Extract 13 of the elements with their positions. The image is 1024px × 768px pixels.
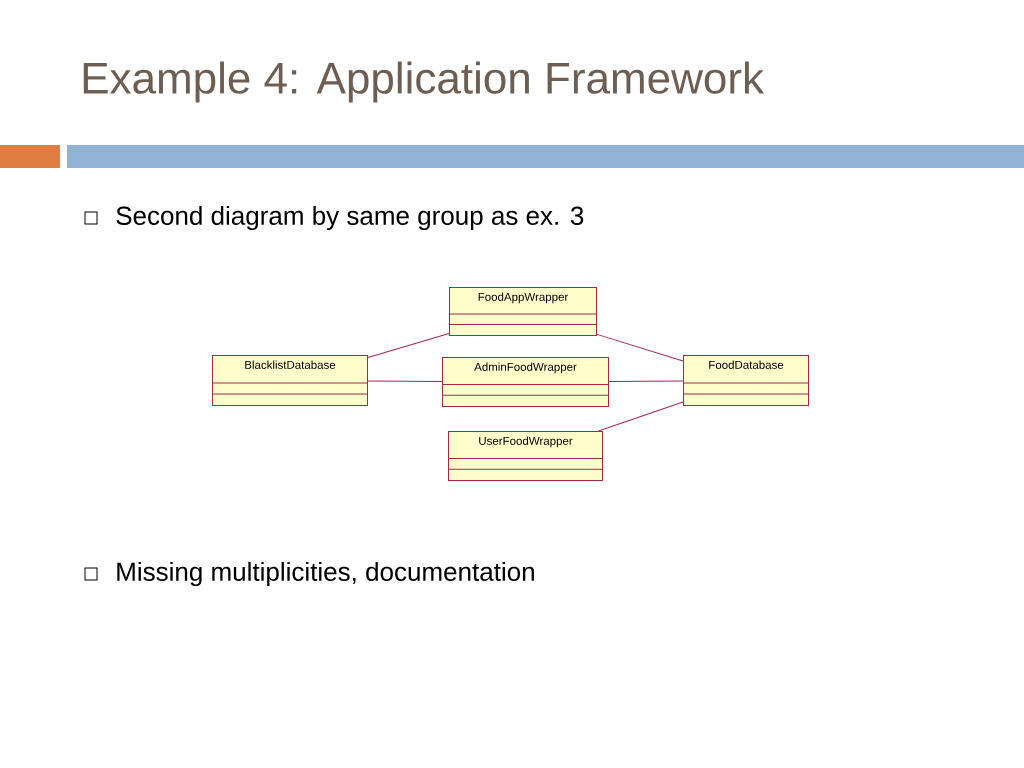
association-line [596, 333, 684, 362]
association-line [608, 380, 684, 382]
class-box: FoodDatabase [682, 355, 809, 406]
association-line [367, 332, 450, 358]
bullet-text: Second diagram by same group as ex. 3 [116, 205, 584, 231]
class-box: FoodAppWrapper [448, 287, 597, 336]
class-box: AdminFoodWrapper [441, 357, 609, 407]
bullet-text: Missing multiplicities, documentation [117, 561, 534, 587]
association-line [367, 380, 443, 382]
class-box: UserFoodWrapper [447, 431, 603, 481]
class-box: BlacklistDatabase [211, 355, 368, 406]
association-line [597, 401, 684, 432]
title: Example 4: Application Framework [83, 61, 765, 103]
